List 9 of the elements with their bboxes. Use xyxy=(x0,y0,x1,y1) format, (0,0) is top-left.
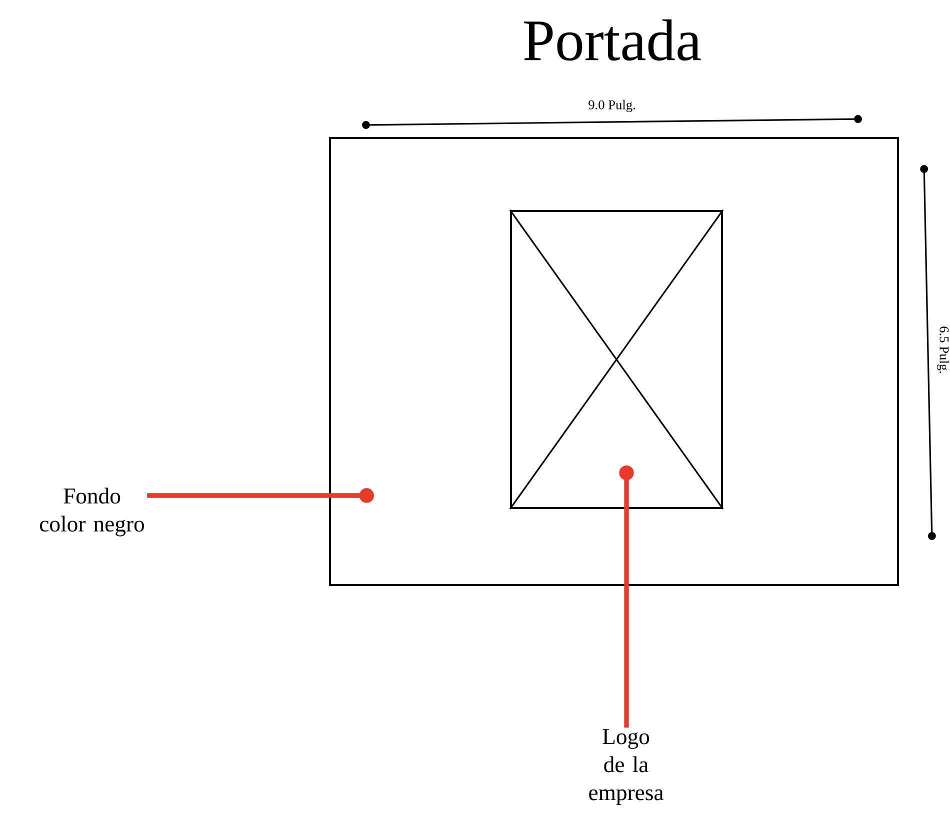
leader-line xyxy=(619,466,634,728)
callout-label: Logo de la empresa xyxy=(589,729,664,805)
cover-page xyxy=(329,137,899,586)
placeholder-box xyxy=(509,210,724,510)
leader-line xyxy=(147,488,374,503)
dimension-label: 6.5 Pulg. xyxy=(936,326,950,374)
title: Portada xyxy=(524,19,701,61)
dimension-label: 9.0 Pulg. xyxy=(588,100,635,112)
callout-label: Fondo color negro xyxy=(40,488,144,536)
